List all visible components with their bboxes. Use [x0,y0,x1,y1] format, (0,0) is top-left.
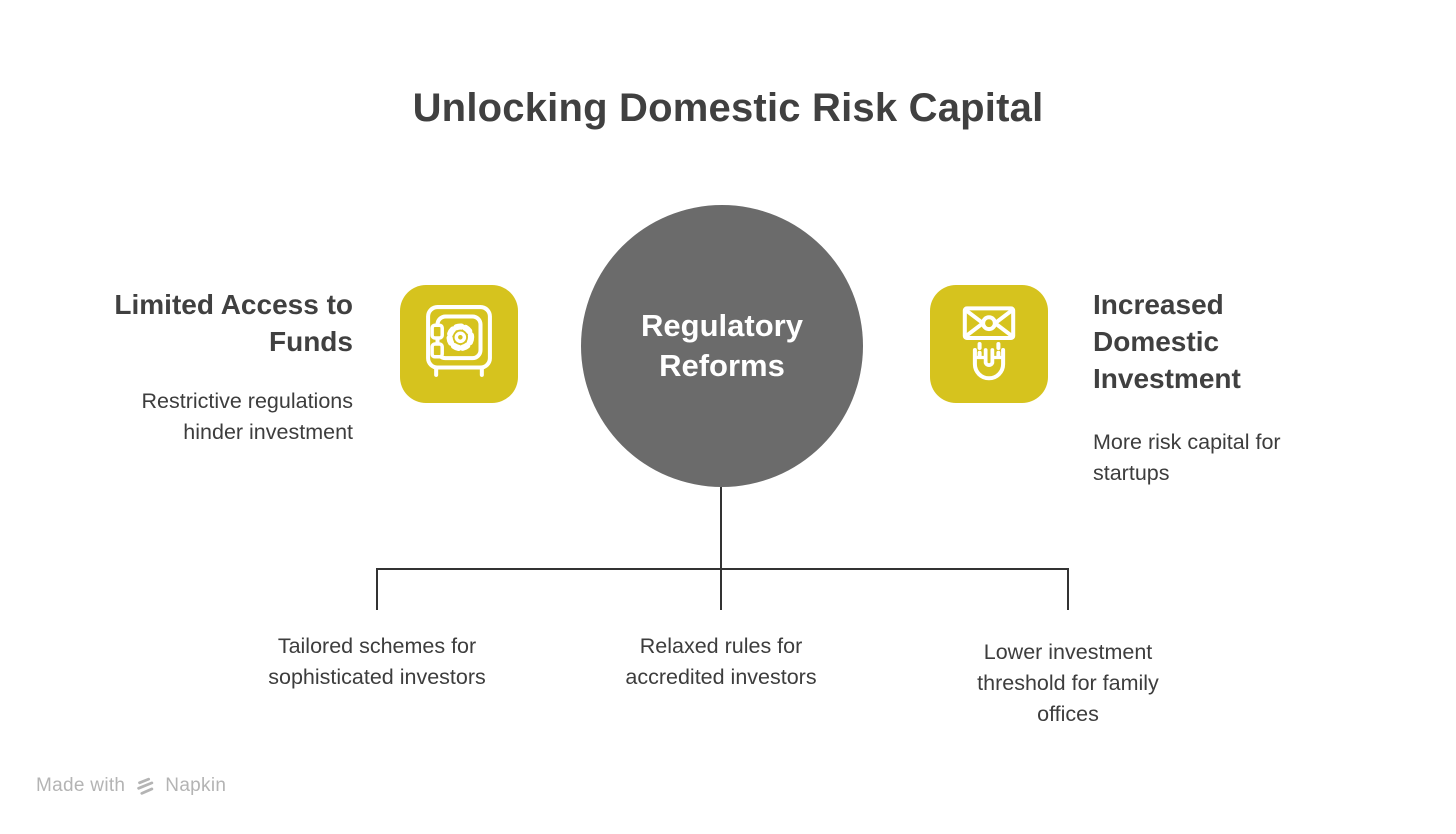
footer-attribution: Made with Napkin [36,775,226,797]
connector-stem-line [720,487,722,570]
safe-vault-icon [416,299,502,390]
right-item-block: Increased Domestic Investment More risk … [1093,287,1333,489]
center-node-label: Regulatory Reforms [641,308,803,383]
connector-drop-left [376,568,378,610]
center-node-regulatory-reforms: Regulatory Reforms [581,205,863,487]
right-item-heading: Increased Domestic Investment [1093,289,1241,394]
page-title: Unlocking Domestic Risk Capital [412,86,1044,130]
brand-name-label: Napkin [165,775,227,796]
connector-horizontal-line [376,568,1069,570]
right-icon-tile [930,285,1048,403]
napkin-logo-icon [134,775,156,797]
branch-label-relaxed-rules: Relaxed rules for accredited investors [625,634,817,689]
left-item-heading: Limited Access to Funds [114,289,353,357]
left-item-description: Restrictive regulations hinder investmen… [141,388,353,444]
made-with-label: Made with [36,775,126,796]
branch-label-tailored-schemes: Tailored schemes for sophisticated inves… [268,634,486,689]
left-icon-tile [400,285,518,403]
right-item-description: More risk capital for startups [1093,429,1281,485]
money-magnet-icon [946,299,1032,390]
connector-drop-center [720,568,722,610]
connector-drop-right [1067,568,1069,610]
left-item-block: Limited Access to Funds Restrictive regu… [53,287,353,448]
branch-label-lower-threshold: Lower investment threshold for family of… [977,640,1159,726]
